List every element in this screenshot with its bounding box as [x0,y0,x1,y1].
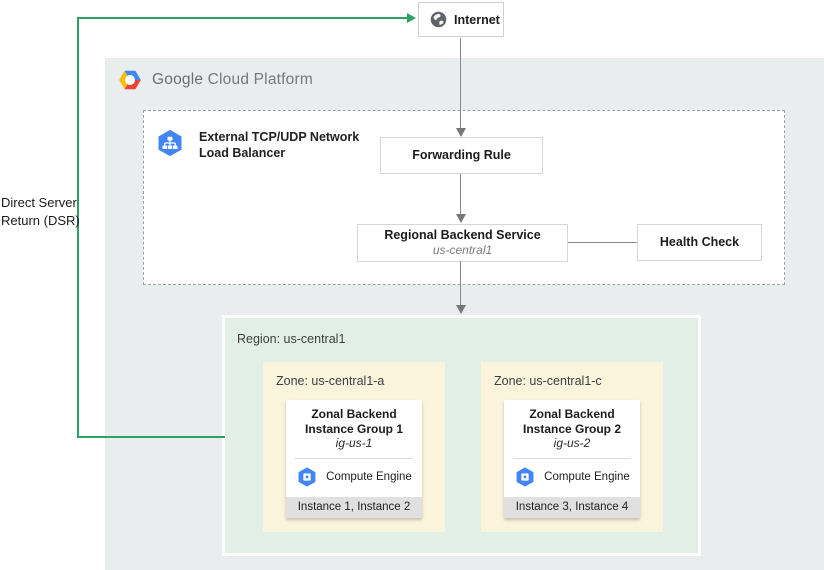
zone-a-label: Zone: us-central1-a [276,374,385,388]
instance-group-1-card: Zonal Backend Instance Group 1 ig-us-1 C… [286,400,422,518]
instance-group-1-instances: Instance 1, Instance 2 [286,497,422,518]
instance-group-2-card: Zonal Backend Instance Group 2 ig-us-2 C… [504,400,640,518]
compute-engine-row: Compute Engine [508,459,636,497]
connector-backend-service-to-health-check [568,242,637,243]
compute-engine-label: Compute Engine [326,471,412,483]
google-cloud-logo-icon [117,67,143,93]
health-check-label: Health Check [659,235,740,249]
dsr-label: Direct Server Return (DSR) [1,195,80,228]
load-balancer-title: External TCP/UDP Network Load Balancer [199,128,359,161]
dsr-path-bottom-segment [77,436,225,438]
zone-c-label: Zone: us-central1-c [494,374,602,388]
compute-engine-label: Compute Engine [544,471,630,483]
instance-group-2-title: Zonal Backend Instance Group 2 [508,407,636,436]
region-label: Region: us-central1 [237,332,346,346]
dsr-arrowhead-to-internet [407,13,416,23]
internet-node: Internet [418,2,504,37]
instance-group-1-title: Zonal Backend Instance Group 1 [290,407,418,436]
compute-engine-icon [514,466,536,488]
zone-box-us-central1-a: Zone: us-central1-a Zonal Backend Instan… [263,362,445,532]
divider [513,458,631,459]
health-check-node: Health Check [637,224,762,261]
regional-backend-service-node: Regional Backend Service us-central1 [357,224,568,262]
arrow-forwarding-rule-to-backend-service [460,174,461,215]
internet-label: Internet [454,12,500,27]
zone-box-us-central1-c: Zone: us-central1-c Zonal Backend Instan… [481,362,663,532]
gcp-product-text: Cloud Platform [207,71,313,88]
regional-backend-service-label: Regional Backend Service [384,228,541,242]
arrowhead-forwarding-rule-to-backend-service [456,214,466,223]
dsr-path-top-segment [77,17,407,19]
globe-icon [430,11,447,28]
compute-engine-icon [296,466,318,488]
load-balancer-title-line2: Load Balancer [199,146,286,160]
instance-group-1-title-line1: Zonal Backend [311,407,397,421]
region-box: Region: us-central1 Zone: us-central1-a … [222,315,701,556]
forwarding-rule-label: Forwarding Rule [412,148,511,162]
arrow-backend-service-to-region [460,261,461,306]
forwarding-rule-node: Forwarding Rule [380,137,543,174]
instance-group-2-instances: Instance 3, Instance 4 [504,497,640,518]
dsr-path-vertical-segment [77,17,79,438]
gcp-platform-header: Google Cloud Platform [117,66,313,94]
network-load-balancer-icon [155,128,185,158]
arrowhead-backend-service-to-region [456,305,466,314]
backend-service-region-label: us-central1 [432,243,493,257]
compute-engine-row: Compute Engine [290,459,418,497]
instance-group-1-title-line2: Instance Group 1 [304,421,404,436]
arrow-internet-to-forwarding-rule [460,38,461,128]
gcp-brand-text: Google [152,71,204,88]
arrowhead-internet-to-forwarding-rule [456,128,466,137]
instance-group-2-id: ig-us-2 [553,436,591,450]
instance-group-1-id: ig-us-1 [335,436,373,450]
instance-group-2-title-line1: Zonal Backend [529,407,615,421]
load-balancer-title-line1: External TCP/UDP Network [199,130,360,144]
instance-group-2-title-line2: Instance Group 2 [522,421,622,436]
load-balancer-title-row: External TCP/UDP Network Load Balancer [155,128,359,161]
divider [295,458,413,459]
